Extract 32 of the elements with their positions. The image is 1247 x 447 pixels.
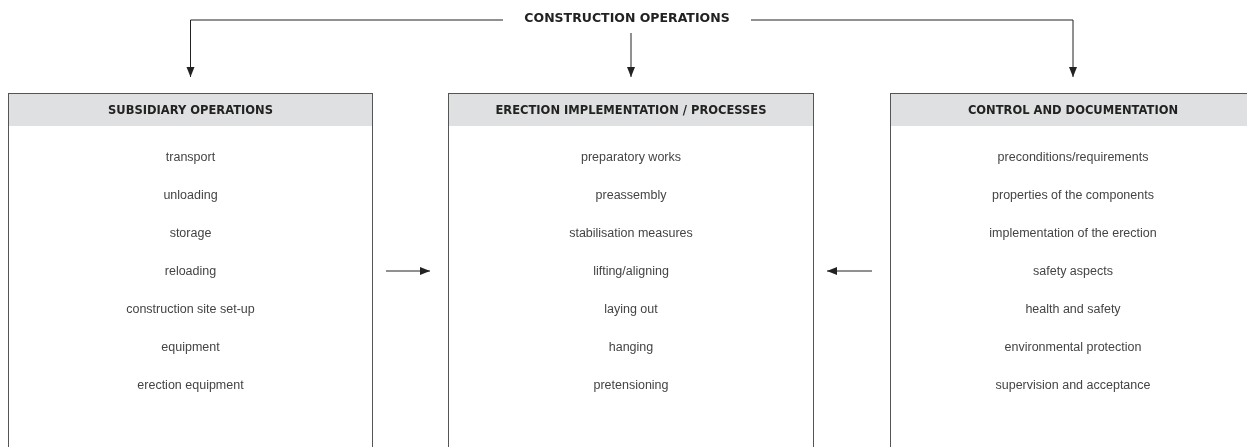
list-item: erection equipment [136, 378, 245, 392]
list-item: laying out [603, 302, 659, 316]
panel-header: ERECTION IMPLEMENTATION / PROCESSES [449, 94, 813, 126]
list-item: properties of the components [991, 188, 1155, 202]
arrow [750, 19, 1077, 78]
list-item: implementation of the erection [988, 226, 1158, 240]
list-item: preconditions/requirements [996, 150, 1150, 164]
list-item: hanging [607, 340, 655, 354]
arrow [627, 32, 635, 78]
list-panel [448, 93, 814, 447]
list-item: health and safety [1024, 302, 1122, 316]
list-item: supervision and acceptance [994, 378, 1152, 392]
list-item: unloading [162, 188, 219, 202]
list-item: lifting/aligning [592, 264, 670, 278]
arrow [186, 19, 504, 78]
panel-header: SUBSIDIARY OPERATIONS [9, 94, 372, 126]
arrow [385, 267, 431, 275]
list-item: preparatory works [579, 150, 682, 164]
panel-header: CONTROL AND DOCUMENTATION [891, 94, 1247, 126]
list-panel [8, 93, 373, 447]
list-item: environmental protection [1003, 340, 1143, 354]
list-item: pretensioning [592, 378, 670, 392]
list-panel [890, 93, 1247, 447]
arrow [826, 267, 873, 275]
list-item: preassembly [594, 188, 668, 202]
list-item: transport [164, 150, 217, 164]
list-item: safety aspects [1032, 264, 1114, 278]
list-item: reloading [163, 264, 218, 278]
list-item: equipment [160, 340, 221, 354]
list-item: stabilisation measures [568, 226, 694, 240]
list-item: construction site set-up [125, 302, 256, 316]
list-item: storage [168, 226, 213, 240]
